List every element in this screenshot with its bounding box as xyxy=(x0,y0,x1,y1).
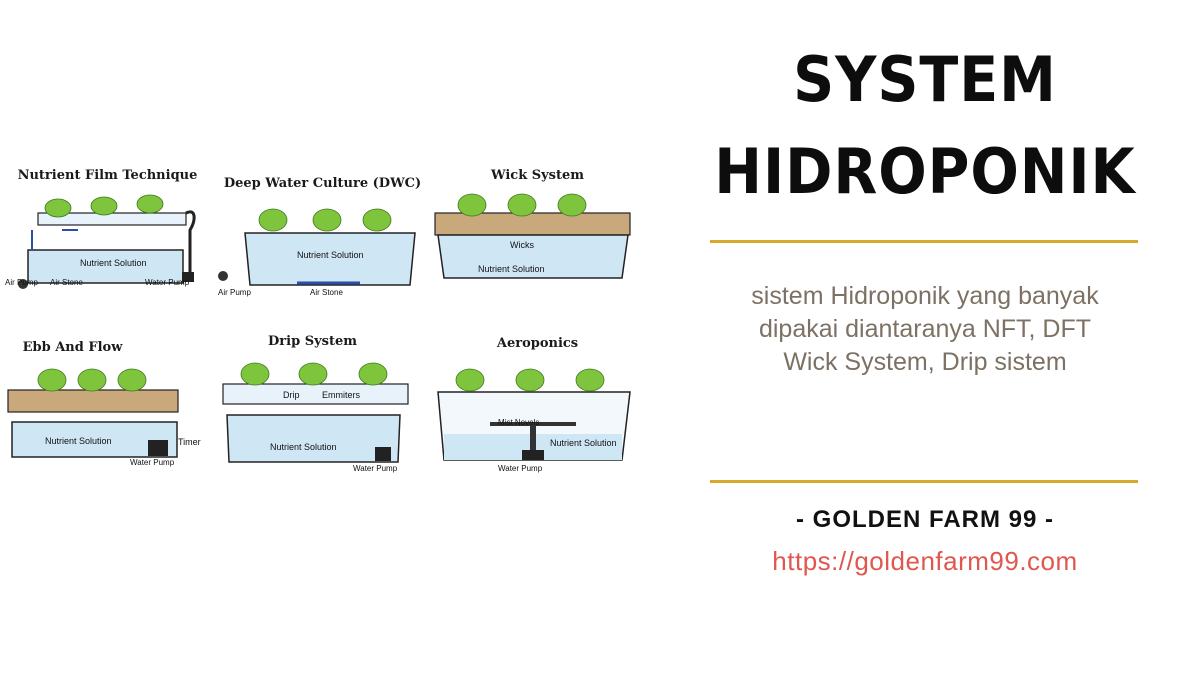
dwc-solution-label: Nutrient Solution xyxy=(297,250,364,260)
ebb-flow-timer-label: Timer xyxy=(178,437,201,447)
wick-wicks-label: Wicks xyxy=(510,240,534,250)
nft-water-pump-label: Water Pump xyxy=(145,278,190,287)
divider-top xyxy=(710,240,1138,243)
aeroponics-water-pump-label: Water Pump xyxy=(498,464,543,473)
dwc-air-stone-label: Air Stone xyxy=(310,288,343,297)
drip-drip-label: Drip xyxy=(283,390,300,400)
drip-diagram: Drip System Drip Emmiters Nutrient Solut… xyxy=(215,322,430,482)
drip-illustration xyxy=(222,362,409,463)
info-panel: SYSTEM HIDROPONIK sistem Hidroponik yang… xyxy=(650,0,1200,675)
nft-solution-label: Nutrient Solution xyxy=(80,258,147,268)
ebb-flow-illustration xyxy=(7,368,179,458)
brand-name: - GOLDEN FARM 99 - xyxy=(795,506,1054,533)
dwc-air-pump-label: Air Pump xyxy=(218,288,251,297)
heading-line-2: HIDROPONIK xyxy=(714,135,1136,208)
nft-title: Nutrient Film Technique xyxy=(17,168,198,183)
divider-bottom xyxy=(710,480,1138,483)
drip-water-pump-label: Water Pump xyxy=(353,464,398,473)
wick-diagram: Wick System Wicks Nutrient Solution xyxy=(430,150,645,310)
nft-air-stone-label: Air Stone xyxy=(50,278,83,287)
drip-title: Drip System xyxy=(268,334,357,349)
ebb-flow-title: Ebb And Flow xyxy=(22,340,123,355)
aeroponics-illustration xyxy=(437,368,631,461)
heading-line-1: SYSTEM xyxy=(793,43,1057,116)
drip-solution-label: Nutrient Solution xyxy=(270,442,337,452)
nft-illustration xyxy=(18,194,196,289)
aeroponics-diagram: Aeroponics Mist Novels Nutrient Solution… xyxy=(430,322,645,482)
wick-solution-label: Nutrient Solution xyxy=(478,264,545,274)
drip-emitters-label: Emmiters xyxy=(322,390,360,400)
aeroponics-mist-label: Mist Novels xyxy=(498,418,540,427)
ebb-flow-water-pump-label: Water Pump xyxy=(130,458,175,467)
dwc-diagram: Deep Water Culture (DWC) Nutrient Soluti… xyxy=(215,150,430,310)
nft-diagram: Nutrient Film Technique Nutrient Solutio… xyxy=(0,150,215,310)
wick-illustration xyxy=(434,193,631,279)
description-line-3: Wick System, Drip sistem xyxy=(783,348,1067,376)
aeroponics-solution-label: Nutrient Solution xyxy=(550,438,617,448)
aeroponics-title: Aeroponics xyxy=(496,336,579,351)
website-link[interactable]: https://goldenfarm99.com xyxy=(772,546,1078,576)
ebb-flow-diagram: Ebb And Flow Nutrient Solution Timer Wat… xyxy=(0,322,215,482)
hydroponic-diagrams: Nutrient Film Technique Nutrient Solutio… xyxy=(0,150,650,490)
dwc-title: Deep Water Culture (DWC) xyxy=(223,176,422,191)
description-line-1: sistem Hidroponik yang banyak xyxy=(751,282,1099,310)
description: sistem Hidroponik yang banyak dipakai di… xyxy=(650,280,1200,379)
ebb-flow-solution-label: Nutrient Solution xyxy=(45,436,112,446)
dwc-illustration xyxy=(218,208,416,286)
nft-air-pump-label: Air Pump xyxy=(5,278,38,287)
description-line-2: dipakai diantaranya NFT, DFT xyxy=(758,315,1092,343)
wick-title: Wick System xyxy=(490,168,585,183)
